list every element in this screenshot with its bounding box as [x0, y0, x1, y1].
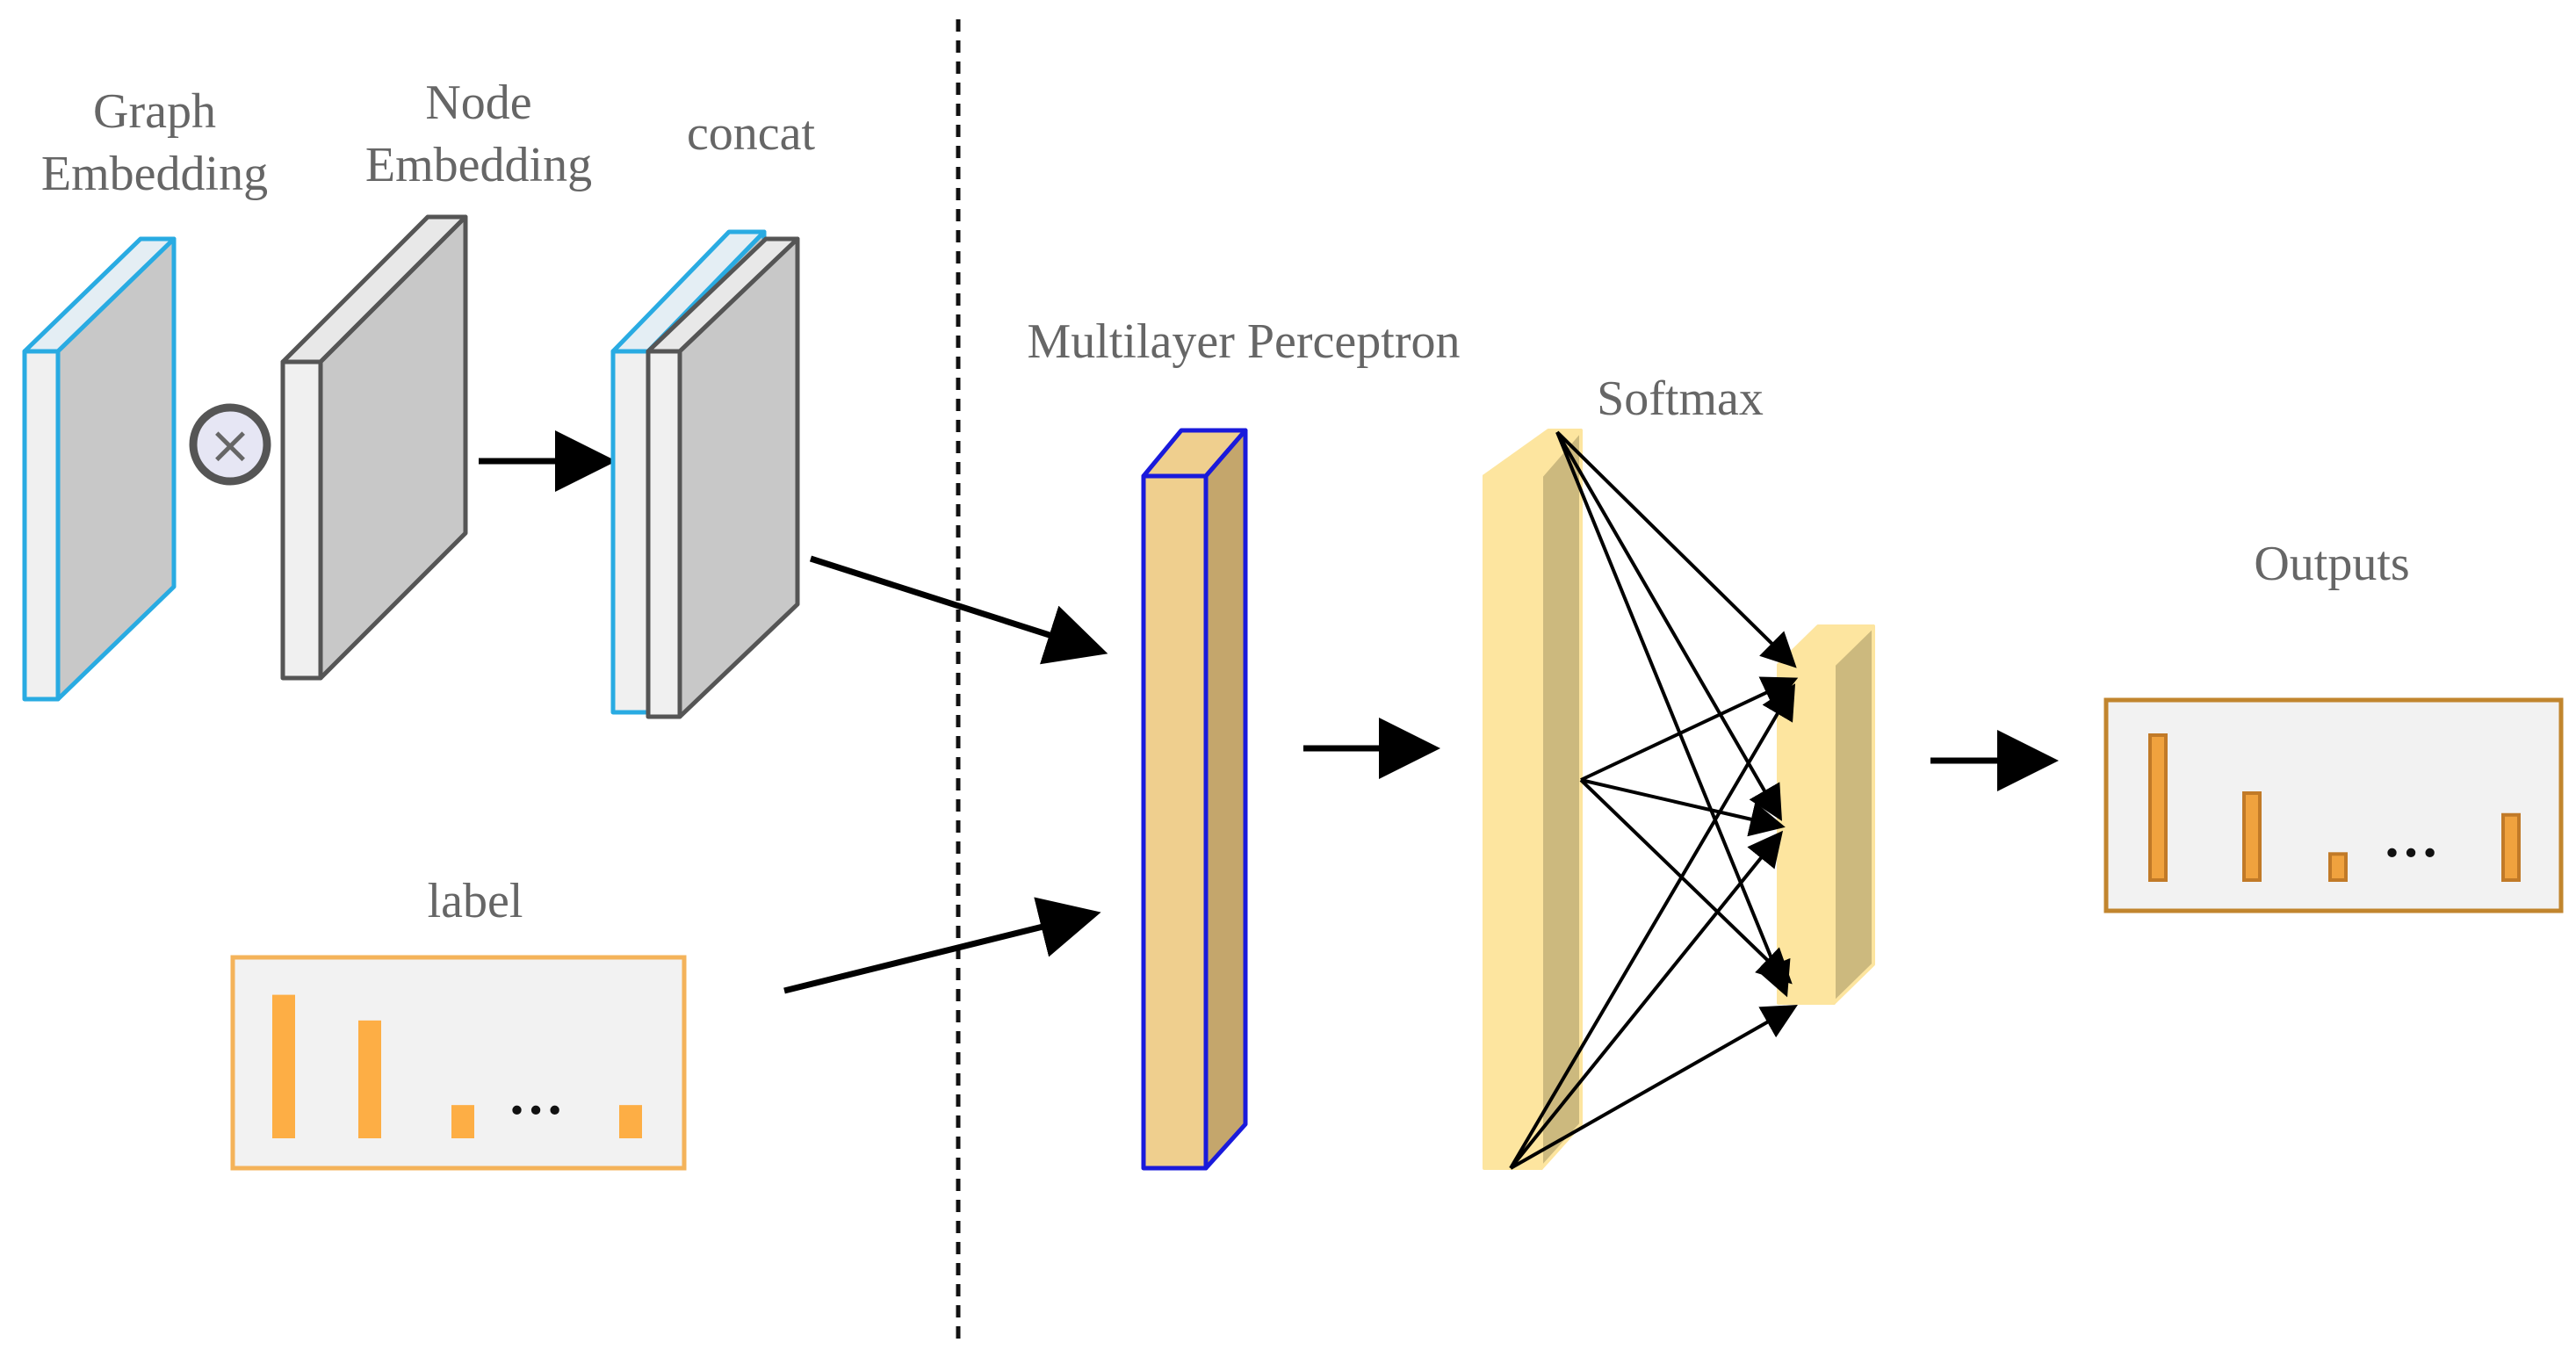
label-bars — [272, 994, 642, 1138]
output-bar-3 — [2328, 852, 2348, 882]
graph-embedding-label-line2: Embedding — [41, 147, 268, 201]
output-bars — [2148, 733, 2521, 882]
label-bar-4 — [619, 1105, 642, 1138]
label-bar-3 — [451, 1105, 474, 1138]
output-bar-1 — [2148, 733, 2168, 882]
softmax-input-layer — [1483, 429, 1583, 1170]
label-ellipsis: … — [508, 1064, 564, 1126]
label-bar-2 — [358, 1020, 381, 1138]
label-box: … — [230, 955, 687, 1171]
mlp-block — [1141, 428, 1248, 1171]
outputs-label: Outputs — [2254, 537, 2409, 591]
arrow-concat-to-mlp — [809, 555, 1108, 665]
softmax-output-layer — [1777, 624, 1875, 1005]
graph-embedding-label-line1: Graph — [93, 84, 216, 139]
outputs-box: … — [2103, 697, 2564, 913]
label-bar-1 — [272, 994, 295, 1138]
output-bar-2 — [2242, 791, 2262, 882]
arrow-label-to-mlp — [783, 897, 1101, 994]
multiply-icon: × — [208, 415, 252, 476]
output-bar-4 — [2501, 812, 2521, 882]
node-embedding-block — [280, 214, 468, 681]
mlp-label: Multilayer Perceptron — [1028, 314, 1461, 369]
multiply-operator: × — [189, 403, 271, 486]
node-embedding-label-line1: Node — [425, 76, 531, 130]
label-label: label — [428, 874, 523, 928]
graph-embedding-block — [22, 236, 177, 702]
node-embedding-label-line2: Embedding — [365, 138, 592, 192]
concat-block — [610, 229, 800, 719]
softmax-label: Softmax — [1597, 372, 1764, 426]
outputs-ellipsis: … — [2383, 806, 2439, 869]
softmax-connections — [1509, 430, 1799, 1170]
concat-label: concat — [687, 106, 816, 161]
